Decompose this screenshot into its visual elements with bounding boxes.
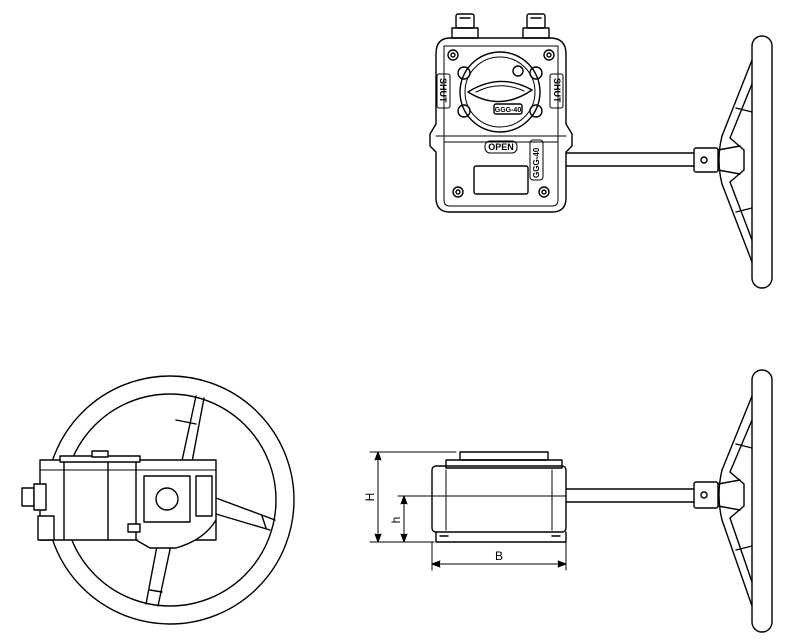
- top-connector-right: [522, 13, 550, 39]
- shut-label-right: SHUT: [552, 78, 562, 103]
- housing-outline: [429, 37, 573, 213]
- screw-top-right: [543, 49, 555, 61]
- shut-label-left: SHUT: [438, 78, 448, 103]
- dimension-H-label: H: [363, 493, 377, 502]
- handwheel-spokes: [145, 395, 276, 607]
- side-connector-lower: [37, 515, 55, 541]
- open-label: OPEN: [488, 142, 514, 152]
- input-shaft: [565, 147, 719, 173]
- position-indicator: [457, 51, 543, 133]
- input-shaft-side: [565, 481, 719, 509]
- screw-bottom-right: [538, 186, 550, 198]
- screw-top-left: [447, 49, 459, 61]
- nameplate: [473, 165, 529, 195]
- side-model-label: GGG-40: [532, 147, 541, 178]
- front-view: GGG-40 SHUT SHUT OPEN GGG-40: [429, 13, 773, 289]
- dimension-H: [369, 451, 457, 543]
- top-view: [21, 375, 295, 625]
- side-view: H h B: [363, 369, 773, 633]
- dimension-h-label: h: [389, 517, 403, 524]
- dimension-B-label: B: [495, 549, 503, 563]
- top-connector-left: [451, 13, 479, 39]
- side-connector-upper: [21, 483, 47, 511]
- indicator-model-label: GGG-40: [495, 107, 522, 114]
- dimension-h: [397, 495, 433, 543]
- handwheel-side-top: [717, 35, 773, 289]
- gearbox-housing-top: [39, 450, 217, 549]
- dimension-B: [431, 541, 567, 571]
- handwheel-side-bottom: [717, 369, 773, 633]
- screw-bottom-left: [452, 186, 464, 198]
- gearbox-housing-side: [431, 451, 567, 543]
